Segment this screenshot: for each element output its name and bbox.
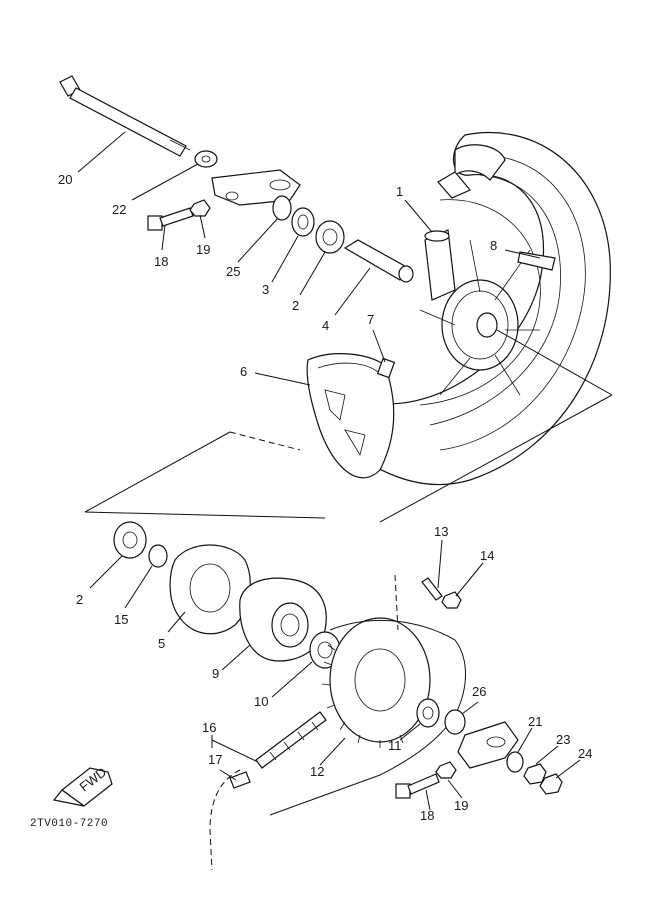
part-2-bearing-upper	[315, 220, 345, 254]
callout-16: 16	[202, 720, 216, 735]
part-16-chain	[255, 711, 327, 769]
callout-17: 17	[208, 752, 222, 767]
callout-21: 21	[528, 714, 542, 729]
callout-22: 22	[112, 202, 126, 217]
part-14-nut	[441, 591, 462, 609]
part-19-nut-lower	[435, 761, 457, 779]
part-25-collar	[272, 195, 292, 221]
callout-26: 26	[472, 684, 486, 699]
part-26-collar	[444, 709, 466, 735]
callout-3: 3	[262, 282, 269, 297]
part-24-cap-nut	[539, 773, 563, 795]
callout-25: 25	[226, 264, 240, 279]
part-22-washer	[194, 150, 218, 168]
callout-18-lower: 18	[420, 808, 434, 823]
callout-13: 13	[434, 524, 448, 539]
part-6-tire	[306, 353, 395, 479]
callout-2-lower: 2	[76, 592, 83, 607]
callout-7: 7	[367, 312, 374, 327]
rear-wheel-rim	[329, 131, 613, 486]
part-13-stud-bolt	[421, 577, 443, 601]
part-8-weight	[517, 251, 556, 271]
callout-15: 15	[114, 612, 128, 627]
part-17-chain-joint	[229, 771, 251, 789]
part-15-collar	[148, 544, 168, 568]
callout-18-upper: 18	[154, 254, 168, 269]
forward-arrow-icon: FWD	[52, 764, 113, 807]
callout-12: 12	[310, 764, 324, 779]
callout-6: 6	[240, 364, 247, 379]
callout-8: 8	[490, 238, 497, 253]
callout-19-lower: 19	[454, 798, 468, 813]
part-19-nut-upper	[189, 199, 211, 217]
part-20-axle	[59, 75, 191, 157]
leader-lines	[77, 131, 581, 811]
callout-14: 14	[480, 548, 494, 563]
part-18-bolt-upper	[147, 207, 194, 231]
callout-19-upper: 19	[196, 242, 210, 257]
drive-chain-outline	[209, 574, 466, 871]
callout-23: 23	[556, 732, 570, 747]
part-5-damper	[169, 544, 251, 635]
callout-1: 1	[396, 184, 403, 199]
callout-24: 24	[578, 746, 592, 761]
chain-puller-left	[211, 169, 301, 206]
callout-5: 5	[158, 636, 165, 651]
chain-puller-right	[457, 721, 519, 769]
part-2-bearing-lower	[113, 521, 147, 559]
callout-11: 11	[388, 738, 402, 753]
callout-labels: 1 8 20 22 18 19 25 3 2 4 7 6 2 15 5 9 10…	[58, 172, 592, 823]
part-12-sprocket	[321, 617, 431, 748]
part-11-oil-seal	[416, 698, 440, 728]
assembly-frame	[84, 394, 613, 523]
callout-2-upper: 2	[292, 298, 299, 313]
part-9-sprocket-hub	[239, 577, 327, 662]
callout-4: 4	[322, 318, 329, 333]
callout-9: 9	[212, 666, 219, 681]
callout-10: 10	[254, 694, 268, 709]
part-4-spacer	[343, 239, 414, 283]
part-18-bolt-lower	[395, 773, 440, 799]
part-3-oil-seal	[291, 207, 315, 237]
part-21-washer	[506, 751, 524, 773]
part-7-valve-nut	[376, 357, 396, 379]
part-1-valve	[424, 229, 456, 301]
diagram-part-code: 2TV010-7270	[30, 818, 108, 830]
callout-20: 20	[58, 172, 72, 187]
